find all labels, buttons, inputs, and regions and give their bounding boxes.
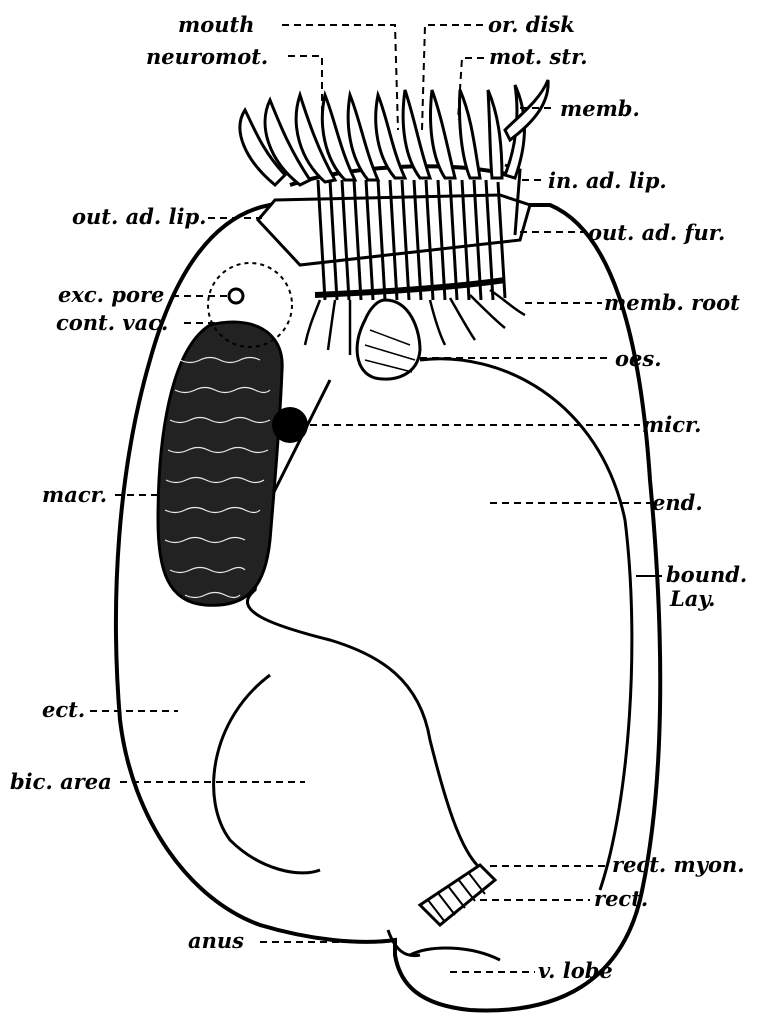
micronucleus [272,407,308,443]
label-lay: Lay. [669,586,715,611]
label-macr: macr. [42,482,107,507]
label-cont-vac: cont. vac. [56,310,168,335]
label-end: end. [652,490,703,515]
label-mot-str: mot. str. [489,44,588,69]
label-ect: ect. [42,697,85,722]
label-oes: oes. [615,346,662,371]
label-anus: anus [188,928,244,953]
label-mouth: mouth [178,12,254,37]
label-neuromot: neuromot. [146,44,268,69]
label-memb-root: memb. root [604,290,740,315]
label-micr: micr. [642,412,701,437]
label-exc-pore: exc. pore [58,282,164,307]
label-bic-area: bic. area [10,769,112,794]
membranelles [240,80,548,185]
label-rect: rect. [594,886,648,911]
label-out-ad-fur: out. ad. fur. [588,220,725,245]
label-out-ad-lip: out. ad. lip. [72,204,206,229]
label-bound: bound. [666,562,747,587]
excretory-pore [229,289,243,303]
label-in-ad-lip: in. ad. lip. [548,168,667,193]
label-memb: memb. [560,96,640,121]
label-v-lobe: v. lobe [538,958,613,983]
label-rect-myon: rect. myon. [612,852,745,877]
label-or-disk: or. disk [488,12,575,37]
